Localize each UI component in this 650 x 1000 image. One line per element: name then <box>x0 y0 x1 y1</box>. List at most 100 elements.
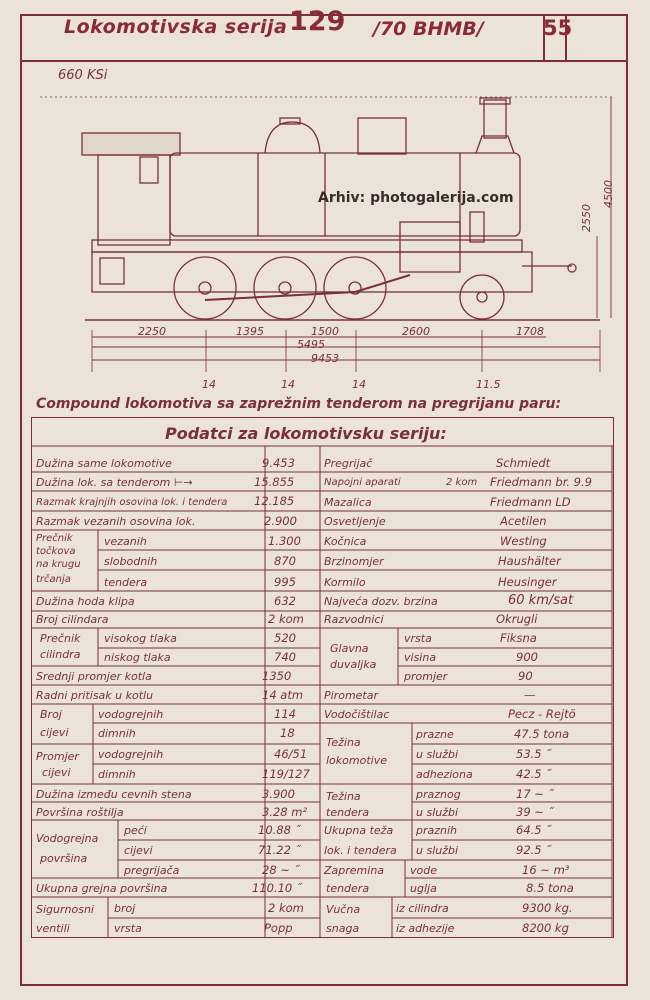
group-label: točkova <box>36 546 76 557</box>
row-label: visina <box>404 651 437 664</box>
group-label: cijevi <box>40 726 69 739</box>
group-label: Prečnik <box>36 533 73 544</box>
group-label: na krugu <box>36 559 81 570</box>
row-label: Pregrijač <box>324 457 373 470</box>
dimension: 1500 <box>311 325 339 338</box>
row-label: Površina roštilja <box>36 806 124 819</box>
group-label: Glavna <box>330 642 369 655</box>
row-value: Schmiedt <box>496 456 551 470</box>
row-value: Popp <box>264 921 293 935</box>
row-value: 3.28 m² <box>262 805 308 819</box>
row-qty: 2 kom <box>446 477 478 488</box>
row-label: Radni pritisak u kotlu <box>36 689 154 702</box>
row-label: tendera <box>104 576 148 589</box>
row-value: 870 <box>274 554 296 568</box>
row-label: praznog <box>416 788 461 801</box>
row-value: 9.453 <box>262 456 295 470</box>
group-label: ventili <box>36 922 70 935</box>
page-title: Lokomotivska serija <box>64 16 288 38</box>
row-label: adheziona <box>416 768 473 781</box>
row-value: — <box>524 688 536 702</box>
row-value: 12.185 <box>254 494 295 508</box>
row-label: vodogrejnih <box>98 748 164 761</box>
row-label: visokog tlaka <box>104 632 177 645</box>
row-label: Brzinomjer <box>324 555 384 568</box>
header-bar <box>20 14 628 62</box>
row-label: vode <box>410 864 437 877</box>
row-value: 42.5 ˝ <box>516 767 552 781</box>
row-label: Razmak krajnjih osovina lok. i tendera <box>36 497 228 508</box>
row-label: praznih <box>416 824 458 837</box>
row-value: 18 <box>280 726 295 740</box>
row-label: Pirometar <box>324 689 379 702</box>
data-table <box>31 417 614 938</box>
row-label: Mazalica <box>324 496 372 509</box>
group-label: Zapremina <box>324 864 385 877</box>
row-label: broj <box>114 902 136 915</box>
row-value: Friedmann LD <box>490 495 571 509</box>
row-label: u službi <box>416 806 459 819</box>
row-value: Friedmann br. 9.9 <box>490 475 592 489</box>
dimension: 9453 <box>311 352 339 365</box>
axle-load: 14 <box>352 378 366 391</box>
row-label: Dužina između cevnih stena <box>36 788 192 801</box>
group-label: cilindra <box>40 648 81 661</box>
row-value: Fiksna <box>500 631 537 645</box>
group-label: lok. i tendera <box>324 844 397 857</box>
watermark: Arhiv: photogalerija.com <box>318 190 514 206</box>
row-label: dimnih <box>98 768 136 781</box>
dimension: 5495 <box>297 338 325 351</box>
group-label: cijevi <box>42 766 71 779</box>
row-value: 15.855 <box>254 475 295 489</box>
row-label: Razmak vezanih osovina lok. <box>36 515 196 528</box>
group-label: Ukupna teža <box>324 824 394 837</box>
row-value: 520 <box>274 631 296 645</box>
row-value: 2 kom <box>268 612 304 626</box>
group-label: duvaljka <box>330 658 377 671</box>
row-value: 46/51 <box>274 747 308 761</box>
power-label: 660 KSi <box>58 68 108 83</box>
row-value: 1.300 <box>268 534 301 548</box>
dimension: 1395 <box>236 325 264 338</box>
row-label: Broj cilindara <box>36 613 109 626</box>
row-label: Vodočištilac <box>324 708 390 721</box>
group-label: Sigurnosni <box>36 903 94 916</box>
header-divider <box>565 14 567 62</box>
row-value: Okrugli <box>496 612 538 626</box>
axle-load: 11.5 <box>476 378 501 391</box>
axle-load: 14 <box>281 378 295 391</box>
group-label: snaga <box>326 922 360 935</box>
row-value: Haushälter <box>498 554 561 568</box>
row-value: 740 <box>274 650 296 664</box>
row-label: iz cilindra <box>396 902 449 915</box>
page-frame <box>20 14 628 986</box>
row-value: 17 ~ ˝ <box>516 787 554 801</box>
row-label: Srednji promjer kotla <box>36 670 152 683</box>
row-value: 60 km/sat <box>508 593 574 608</box>
row-value: 2.900 <box>264 514 297 528</box>
row-value: 47.5 tona <box>514 727 570 741</box>
group-label: tendera <box>326 882 370 895</box>
row-value: 92.5 ˝ <box>516 843 552 857</box>
row-label: vrsta <box>404 632 432 645</box>
row-value: 10.88 ˝ <box>258 823 301 837</box>
group-label: površina <box>40 852 88 865</box>
row-label: iz adhezije <box>396 922 455 935</box>
row-value: 53.5 ˝ <box>516 747 552 761</box>
group-label: Težina <box>326 736 361 749</box>
group-label: Vučna <box>326 903 361 916</box>
row-label: u službi <box>416 748 459 761</box>
row-value: 9300 kg. <box>522 901 573 915</box>
row-value: 3.900 <box>262 787 295 801</box>
locomotive-drawing <box>40 96 615 372</box>
row-label: Ukupna grejna površina <box>36 882 168 895</box>
row-value: 110.10 ˝ <box>252 881 302 895</box>
group-label: Broj <box>40 708 62 721</box>
row-label: pregrijača <box>124 864 180 877</box>
row-value: 995 <box>274 575 296 589</box>
row-label: prazne <box>416 728 454 741</box>
row-value: 8200 kg <box>522 921 569 935</box>
row-label: vrsta <box>114 922 142 935</box>
group-label: Promjer <box>36 750 79 763</box>
